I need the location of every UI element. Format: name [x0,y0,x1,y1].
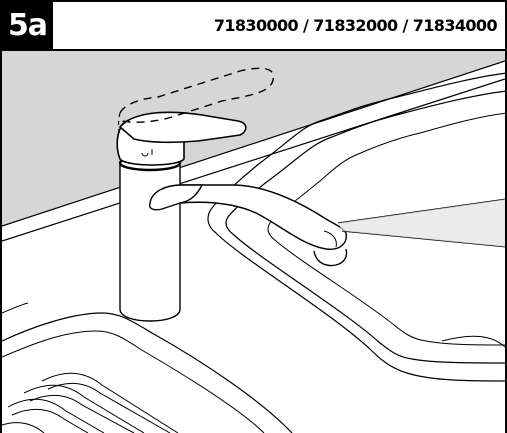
countertop-back-edge [2,60,505,227]
drainer-inner [2,330,265,433]
sink-drain-ring [441,335,505,348]
model-numbers: 71830000 / 71832000 / 71834000 [213,16,498,35]
lever-lifted-cap-dashed [117,112,121,136]
countertop-front-edge [2,302,29,314]
step-number-badge: 5a [2,2,53,49]
lever-notch [141,149,153,157]
faucet-illustration [0,51,507,433]
faucet-spout [179,184,347,250]
lever-lifted-dashed [119,67,275,123]
step-header: 5a 71830000 / 71832000 / 71834000 [0,0,507,51]
callout-fill [338,199,505,247]
spout-tip [148,184,204,211]
drainer-grooves [2,372,179,433]
sink-bowl-outer [207,72,505,382]
countertop-back-edge-2 [2,78,505,242]
faucet-drawing [2,51,505,433]
spout-edge-highlight [323,230,337,248]
aerator [313,248,348,267]
sink-bowl-inner [225,90,505,364]
sink-bowl-rim [267,112,505,346]
drainer-outline [2,312,293,433]
lever-handle [118,111,247,144]
